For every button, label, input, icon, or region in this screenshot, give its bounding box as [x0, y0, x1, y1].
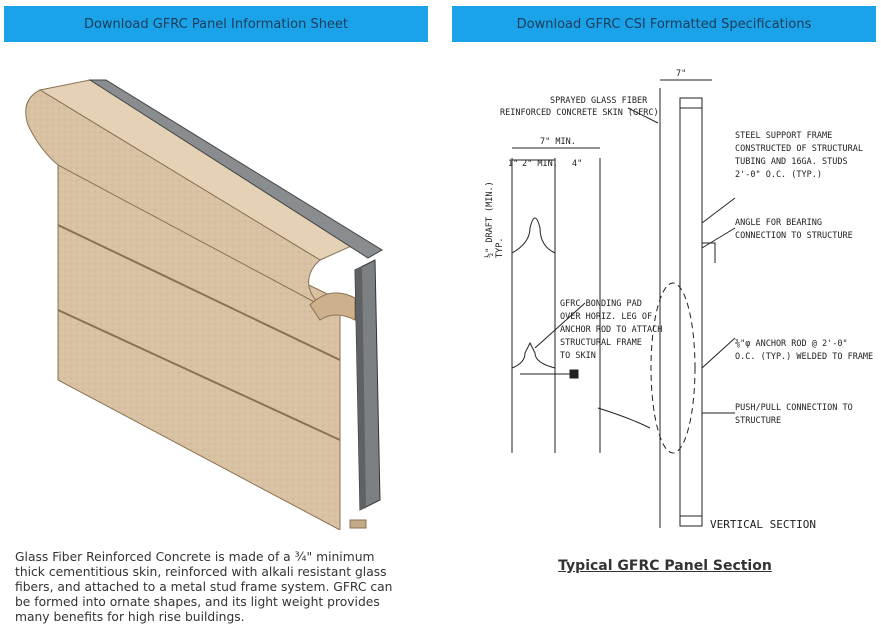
download-csi-specs-button[interactable]: Download GFRC CSI Formatted Specificatio… — [452, 6, 876, 42]
dim-4: 4" — [572, 159, 582, 169]
section-label: VERTICAL SECTION — [710, 518, 816, 531]
pad-label-2: OVER HORIZ. LEG OF — [560, 312, 652, 322]
push-label-2: STRUCTURE — [735, 416, 781, 426]
skin-label-1: SPRAYED GLASS FIBER — [550, 96, 648, 106]
draft-label-2: TYP. — [495, 238, 505, 258]
frame-label-1: STEEL SUPPORT FRAME — [735, 131, 832, 141]
section-caption: Typical GFRC Panel Section — [558, 558, 772, 574]
gfrc-description: Glass Fiber Reinforced Concrete is made … — [15, 550, 393, 624]
panel-section-drawing: 7" 7" MIN. 1" 2" MIN. 4" ½" DRAFT (MIN.)… — [484, 69, 873, 531]
pad-label-1: GFRC BONDING PAD — [560, 299, 642, 309]
download-info-sheet-button[interactable]: Download GFRC Panel Information Sheet — [4, 6, 428, 42]
dim-1: 1" — [508, 159, 518, 169]
pad-label-5: TO SKIN — [560, 351, 596, 361]
gfrc-panel-illustration — [25, 79, 383, 530]
dim-2: 2" MIN. — [522, 159, 558, 169]
rod-label-2: O.C. (TYP.) WELDED TO FRAME — [735, 352, 873, 362]
dim-min: 7" MIN. — [540, 137, 576, 147]
skin-label-2: REINFORCED CONCRETE SKIN (GFRC) — [500, 108, 659, 118]
frame-label-2: CONSTRUCTED OF STRUCTURAL — [735, 144, 863, 154]
dim-top: 7" — [676, 69, 686, 79]
pad-label-4: STRUCTURAL FRAME — [560, 338, 642, 348]
rod-label-1: ⅜"φ ANCHOR ROD @ 2'-0" — [735, 339, 848, 349]
pad-label-3: ANCHOR ROD TO ATTACH — [560, 325, 662, 335]
frame-label-3: TUBING AND 16GA. STUDS — [735, 157, 848, 167]
angle-label-2: CONNECTION TO STRUCTURE — [735, 231, 853, 241]
push-label-1: PUSH/PULL CONNECTION TO — [735, 403, 853, 413]
angle-label-1: ANGLE FOR BEARING — [735, 218, 822, 228]
frame-label-4: 2'-0" O.C. (TYP.) — [735, 170, 822, 180]
draft-label-1: ½" DRAFT (MIN.) — [484, 181, 495, 258]
